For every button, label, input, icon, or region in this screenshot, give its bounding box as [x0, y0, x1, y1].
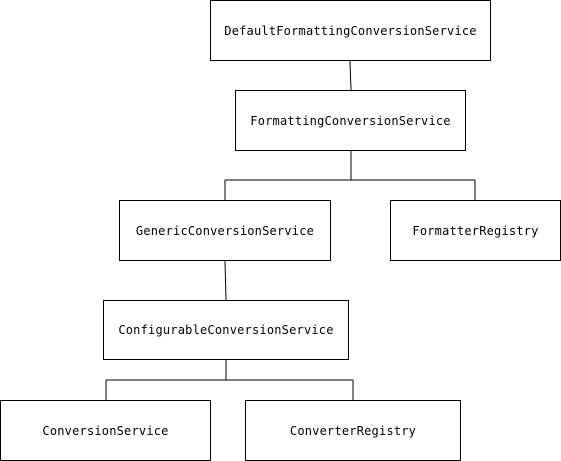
node-label: ConfigurableConversionService [118, 323, 334, 337]
node-label: ConversionService [42, 423, 169, 438]
node-default-formatting-conversion-service: DefaultFormattingConversionService [210, 0, 491, 61]
node-label: FormatterRegistry [412, 223, 539, 238]
node-generic-conversion-service: GenericConversionService [119, 200, 331, 261]
node-label: ConverterRegistry [289, 423, 417, 438]
edge-default-to-formatting [349, 60, 352, 91]
node-label: FormattingConversionService [250, 113, 451, 128]
node-formatter-registry: FormatterRegistry [390, 200, 561, 261]
edge-generic-to-configurable [224, 260, 227, 301]
node-label: GenericConversionService [135, 223, 315, 238]
node-conversion-service: ConversionService [0, 400, 211, 461]
node-configurable-conversion-service: ConfigurableConversionService [103, 300, 349, 360]
node-label: DefaultFormattingConversionService [224, 23, 477, 38]
node-formatting-conversion-service: FormattingConversionService [235, 90, 466, 151]
node-converter-registry: ConverterRegistry [245, 400, 461, 461]
